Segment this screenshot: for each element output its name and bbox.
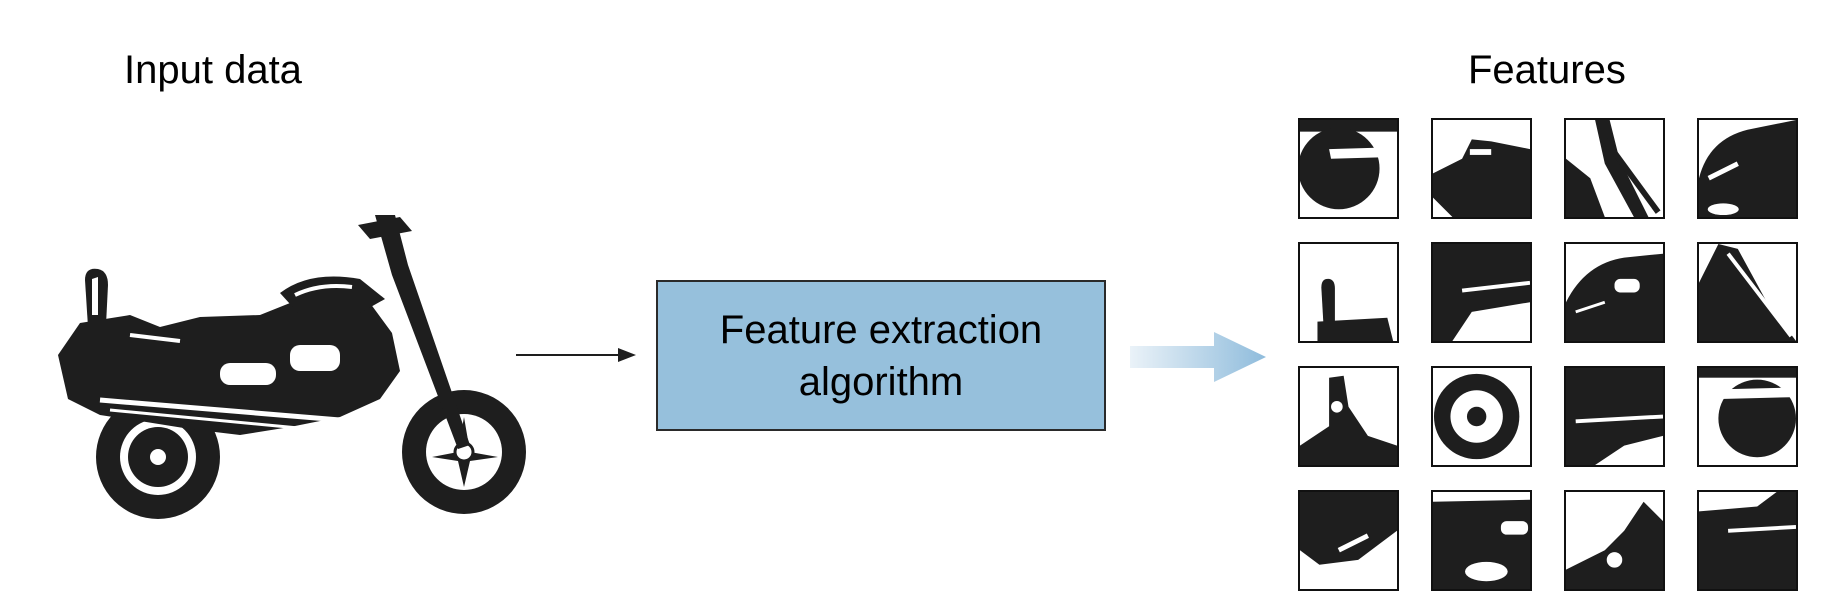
input-data-title: Input data <box>124 48 302 92</box>
features-title: Features <box>1468 48 1626 92</box>
feature-tile <box>1697 242 1798 343</box>
feature-tile <box>1431 490 1532 591</box>
feature-tile <box>1697 366 1798 467</box>
motorcycle-image <box>58 215 526 519</box>
feature-tile <box>1298 242 1399 343</box>
feature-tile <box>1697 118 1798 219</box>
input-to-algorithm-arrow <box>516 348 636 362</box>
feature-tile <box>1564 118 1665 219</box>
feature-tile <box>1431 118 1532 219</box>
feature-grid <box>1298 118 1798 593</box>
feature-tile <box>1564 366 1665 467</box>
feature-tile <box>1564 490 1665 591</box>
algorithm-to-features-arrow <box>1130 332 1266 382</box>
feature-tile <box>1298 118 1399 219</box>
feature-tile <box>1298 366 1399 467</box>
feature-tile <box>1564 242 1665 343</box>
feature-tile <box>1431 366 1532 467</box>
feature-extraction-box: Feature extraction algorithm <box>656 280 1106 431</box>
feature-extraction-label: Feature extraction algorithm <box>719 307 1043 404</box>
feature-tile <box>1298 490 1399 591</box>
feature-tile <box>1431 242 1532 343</box>
feature-tile <box>1697 490 1798 591</box>
